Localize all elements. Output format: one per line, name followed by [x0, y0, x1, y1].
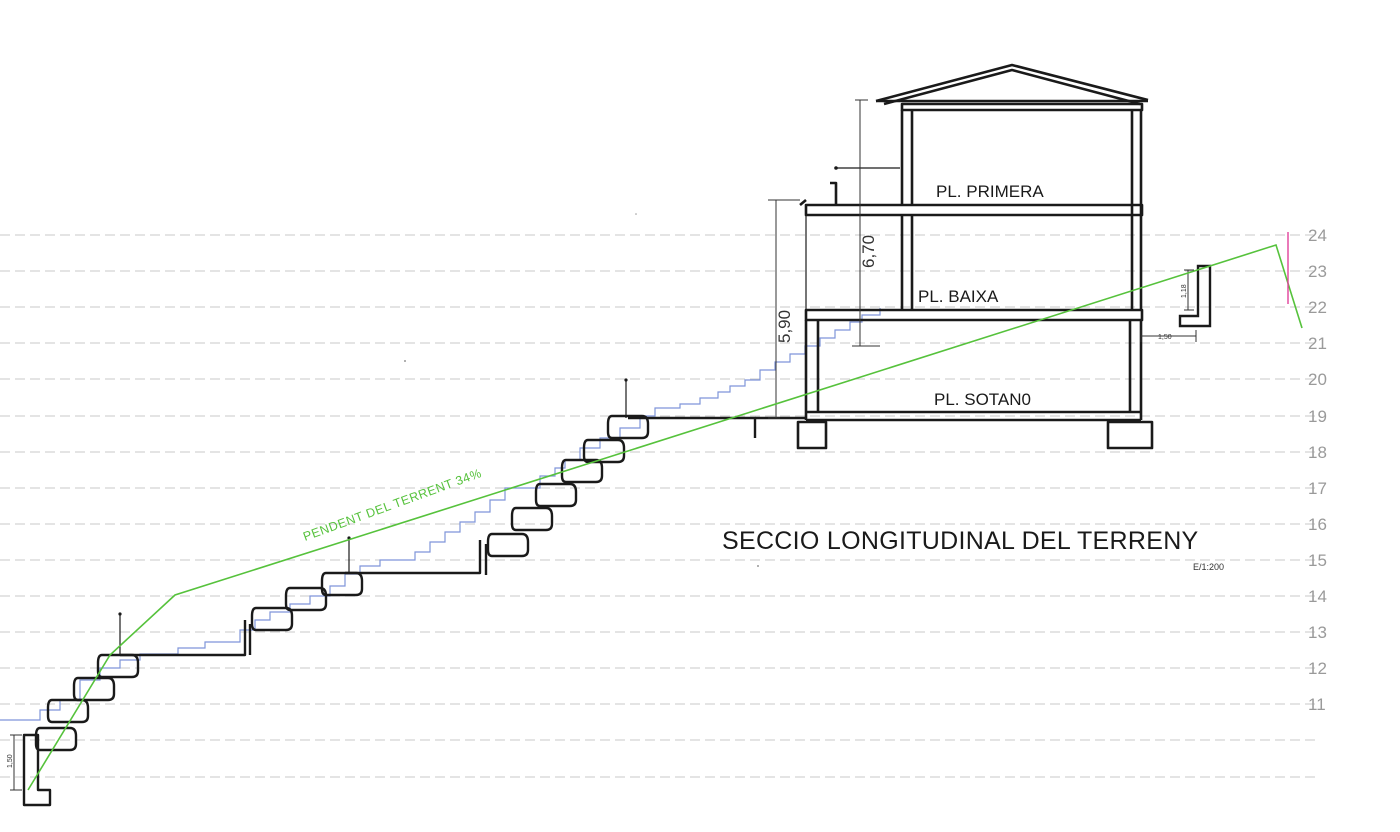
terrace-marker-heads [118, 378, 628, 616]
elevation-label: 14 [1308, 587, 1327, 606]
floor-label-baixa: PL. BAIXA [918, 287, 999, 306]
right-wall-width-label: 1,50 [1158, 334, 1172, 341]
elevation-label: 13 [1308, 623, 1327, 642]
terraces [22, 414, 805, 807]
elevation-label: 21 [1308, 334, 1327, 353]
floor-label-sotano: PL. SOTAN0 [934, 390, 1031, 409]
terrain-slope-line [27, 243, 1303, 791]
elevation-label: 20 [1308, 370, 1327, 389]
left-wall-height-label: 1,50 [7, 754, 14, 768]
total-height-label: 6,70 [859, 235, 878, 268]
elevation-label: 18 [1308, 443, 1327, 462]
terrace-markers [119, 380, 627, 655]
right-wall-dimension [1140, 269, 1197, 342]
elevation-label: 12 [1308, 659, 1327, 678]
elevation-label: 19 [1308, 407, 1327, 426]
elevation-label: 22 [1308, 298, 1327, 317]
elevation-label: 17 [1308, 479, 1327, 498]
floor-label-primera: PL. PRIMERA [936, 182, 1044, 201]
elevation-guides [0, 234, 1318, 778]
original-ground-line [0, 308, 881, 721]
sotano-height-label: 5,90 [775, 310, 794, 343]
building [796, 63, 1154, 450]
left-wall-dimension [10, 734, 22, 791]
drawing-title: SECCIO LONGITUDINAL DEL TERRENY [722, 527, 1199, 555]
scan-specks [404, 213, 759, 567]
balcony-post-head [834, 166, 838, 170]
drawing-scale: E/1:200 [1193, 562, 1224, 572]
balcony-post [805, 167, 900, 310]
right-wall-height-label: 1,18 [1181, 284, 1188, 298]
elevation-label: 11 [1308, 695, 1326, 714]
elevation-label: 23 [1308, 262, 1327, 281]
elevation-labels: 24 23 22 21 20 19 18 17 16 15 14 13 12 11 [1308, 226, 1327, 714]
elevation-label: 15 [1308, 551, 1327, 570]
height-dimensions [768, 99, 880, 419]
elevation-label: 24 [1308, 226, 1327, 245]
elevation-label: 16 [1308, 515, 1327, 534]
